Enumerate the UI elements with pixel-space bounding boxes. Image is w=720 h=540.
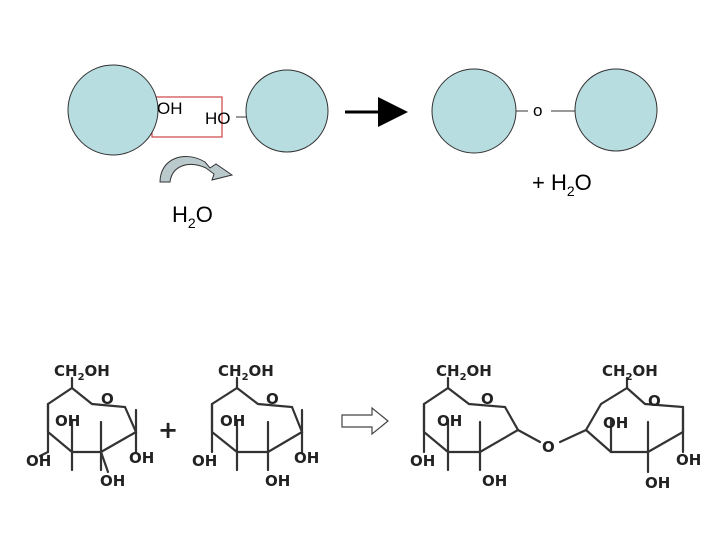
top-scheme: OH HO o H2O + H2O [67,64,658,231]
oh-label: OH [265,472,290,490]
left-ho-label: HO [205,109,231,128]
left-water-label: H2O [172,202,213,231]
ch2oh-label: CH2OH [218,362,274,383]
yields-arrow-icon [341,406,389,436]
oh-label: OH [437,412,462,430]
oh-label: OH [294,449,319,467]
ch2oh-label: CH2OH [602,362,658,383]
plus-sign: + [158,416,178,444]
glucose-molecule-1: CH2OH O OH OH OH OH [26,362,154,490]
molecule-circle-3 [431,68,517,154]
molecule-circle-1 [67,64,159,156]
oh-label: OH [645,474,670,492]
right-o-label: o [533,101,542,120]
left-oh-label: OH [157,99,183,118]
ch2oh-label: CH2OH [436,362,492,383]
disaccharide-molecule: CH2OH O OH OH OH O CH2OH O OH OH OH [410,362,701,492]
oh-label: OH [482,472,507,490]
glucose-molecule-2: CH2OH O OH OH OH OH [192,362,319,490]
ring-oxygen-label: O [481,390,494,408]
ch2oh-label: CH2OH [54,362,110,383]
oh-label: OH [410,452,435,470]
molecule-circle-2 [245,69,329,153]
oh-label: OH [129,449,154,467]
ring-oxygen-label: O [101,390,114,408]
right-water-label: + H2O [532,170,592,199]
oh-label: OH [192,452,217,470]
oh-label: OH [55,412,80,430]
ring-oxygen-label: O [266,390,279,408]
oh-label: OH [603,414,628,432]
oh-label: OH [26,452,51,470]
oh-label: OH [100,472,125,490]
molecule-circle-4 [574,68,658,152]
curved-arrow-icon [159,156,234,183]
oh-label: OH [676,451,701,469]
ring-oxygen-label: O [648,392,661,410]
glycosidic-oxygen-label: O [542,438,555,456]
oh-label: OH [220,412,245,430]
